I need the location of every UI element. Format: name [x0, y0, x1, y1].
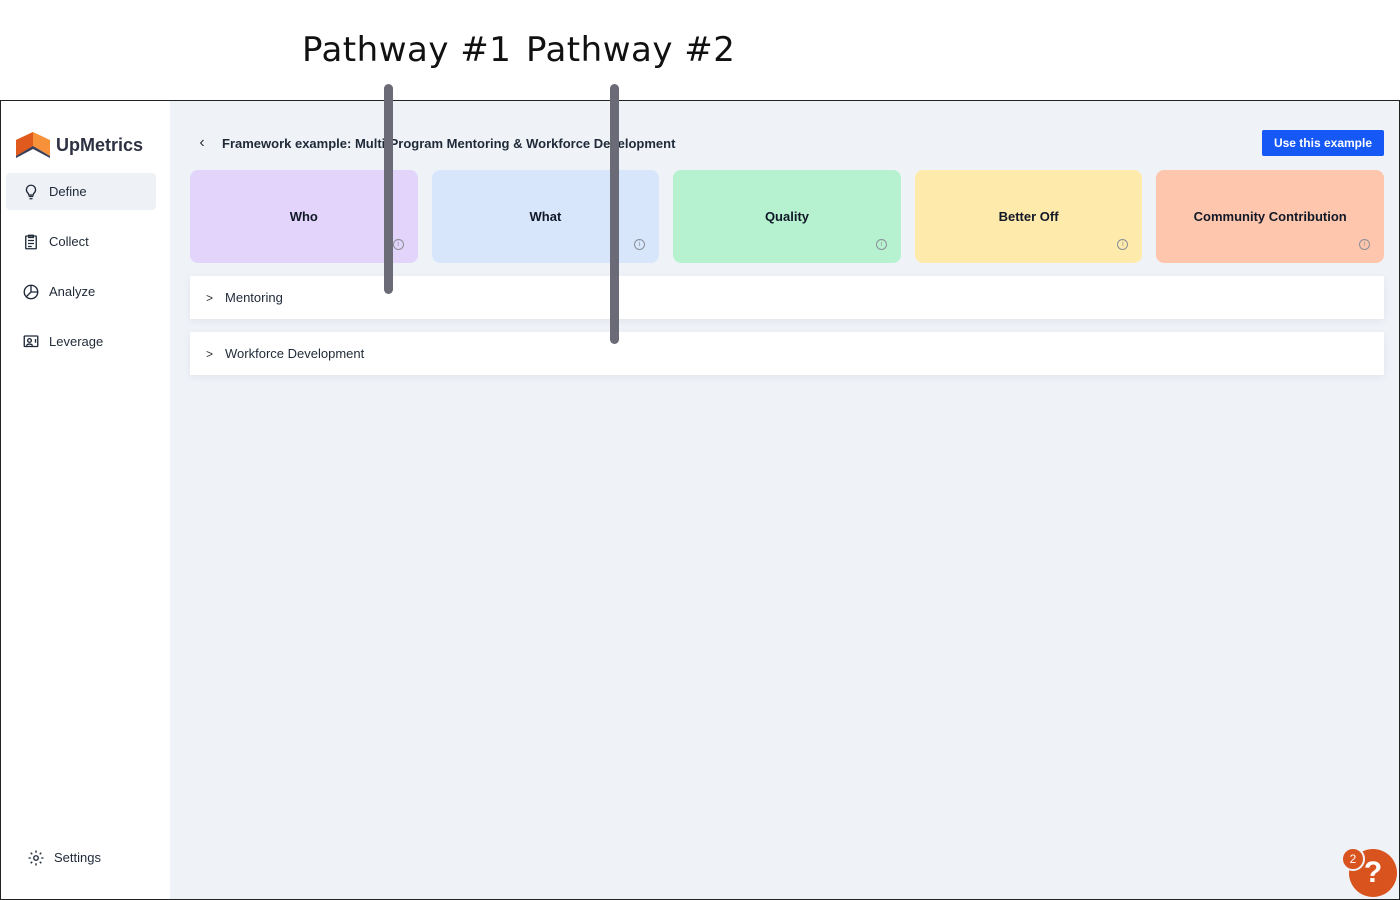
card-label: Quality	[764, 209, 810, 224]
sidebar-item-collect[interactable]: Collect	[6, 223, 156, 260]
accordion-workforce-development[interactable]: > Workforce Development	[190, 332, 1384, 375]
accordion-mentoring[interactable]: > Mentoring	[190, 276, 1384, 319]
sidebar-item-define[interactable]: Define	[6, 173, 156, 210]
info-icon[interactable]: i	[392, 239, 404, 250]
sidebar-item-leverage[interactable]: Leverage	[6, 323, 156, 360]
pie-chart-icon	[23, 284, 39, 299]
info-icon[interactable]: i	[634, 239, 646, 250]
info-icon[interactable]: i	[1358, 239, 1370, 250]
gear-icon	[28, 850, 44, 865]
sidebar-item-settings[interactable]: Settings	[11, 839, 101, 876]
info-icon[interactable]: i	[875, 239, 887, 250]
settings-label: Settings	[54, 850, 101, 865]
card-label: Community Contribution	[1193, 209, 1347, 224]
pathway-1-marker-line	[384, 84, 393, 294]
brand-logo[interactable]: UpMetrics	[1, 125, 170, 165]
pathway-1-label: Pathway #1	[302, 30, 512, 70]
sidebar: UpMetrics Define Collect Analyze	[1, 101, 170, 899]
brand-name: UpMetrics	[56, 134, 144, 155]
card-what[interactable]: What i	[431, 170, 660, 263]
pathway-2-label: Pathway #2	[526, 30, 736, 70]
accordion-label: Mentoring	[225, 290, 283, 305]
card-label: What	[529, 209, 562, 224]
lightbulb-icon	[25, 184, 37, 199]
main-content: ‹ Framework example: Multi-Program Mento…	[170, 101, 1399, 899]
chevron-right-icon: >	[206, 346, 214, 361]
sidebar-item-label: Define	[49, 184, 87, 199]
sidebar-item-analyze[interactable]: Analyze	[6, 273, 156, 310]
presentation-icon	[23, 334, 39, 347]
clipboard-icon	[25, 234, 37, 249]
card-label: Who	[289, 209, 318, 224]
question-mark-icon: ?	[1363, 856, 1383, 889]
upmetrics-logo-icon	[16, 132, 50, 158]
app-window: UpMetrics Define Collect Analyze	[0, 100, 1400, 900]
page-header: ‹ Framework example: Multi-Program Mento…	[190, 129, 1384, 157]
sidebar-item-label: Leverage	[49, 334, 104, 349]
card-who[interactable]: Who i	[190, 170, 418, 263]
card-quality[interactable]: Quality i	[673, 170, 901, 263]
card-community-contribution[interactable]: Community Contribution i	[1156, 170, 1384, 263]
sidebar-item-label: Analyze	[49, 284, 96, 299]
framework-cards: Who i What i Quality i Better Off i Comm…	[190, 170, 1384, 263]
info-icon[interactable]: i	[1117, 239, 1129, 250]
card-label: Better Off	[998, 209, 1059, 224]
help-badge: 2	[1341, 847, 1365, 871]
sidebar-nav: Define Collect Analyze Leverage	[1, 173, 170, 360]
help-button[interactable]: ?	[1349, 849, 1397, 897]
chevron-left-icon[interactable]: ‹	[199, 134, 205, 151]
chevron-right-icon: >	[206, 290, 214, 305]
sidebar-item-label: Collect	[49, 234, 89, 249]
card-better-off[interactable]: Better Off i	[914, 170, 1143, 263]
pathway-2-marker-line	[610, 84, 619, 344]
page-title: Framework example: Multi-Program Mentori…	[222, 135, 676, 151]
accordion-label: Workforce Development	[225, 346, 365, 361]
use-this-example-button[interactable]: Use this example	[1261, 130, 1384, 156]
